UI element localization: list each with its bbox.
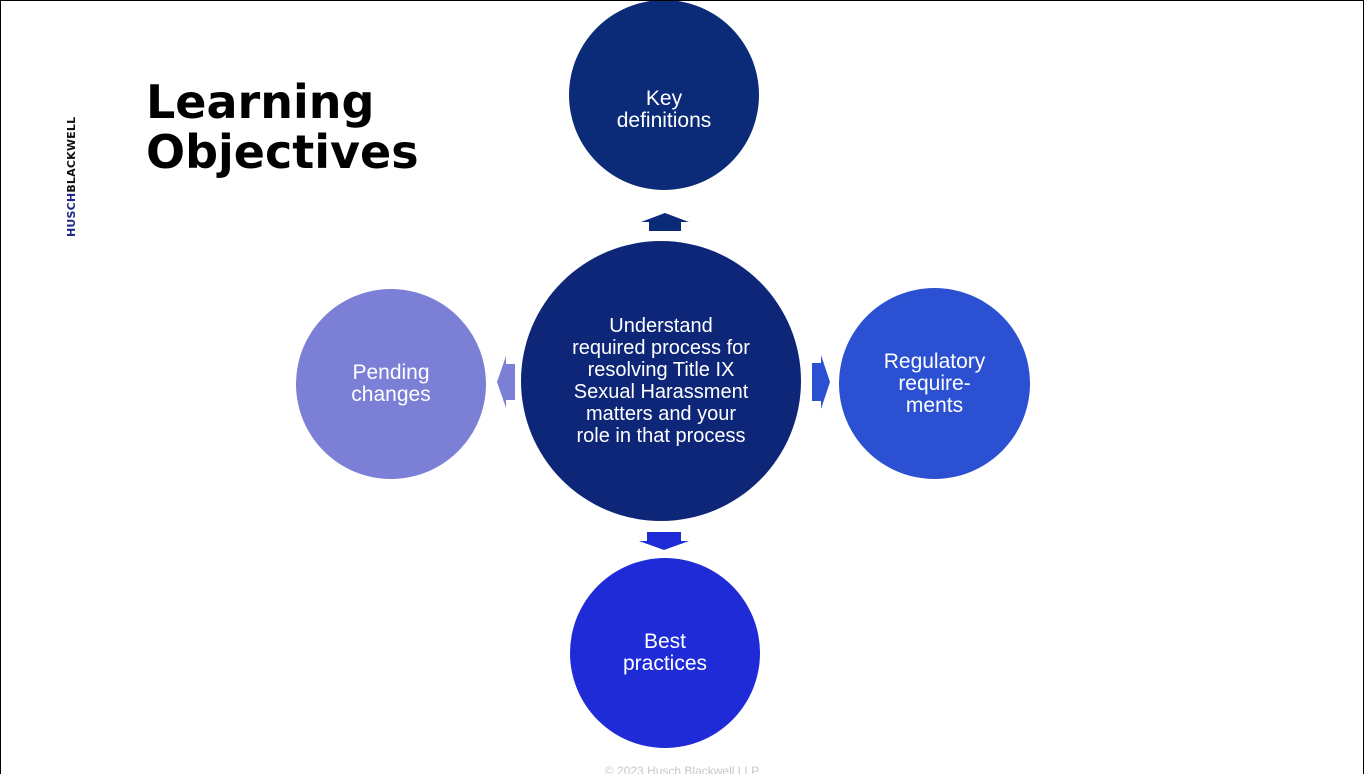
copyright-footer: © 2023 Husch Blackwell LLP: [604, 764, 760, 774]
key-definitions-label: Key definitions: [604, 58, 724, 132]
husch-blackwell-logo: HUSCHBLACKWELL: [65, 57, 78, 237]
title-line-2: Objectives: [146, 125, 419, 179]
best-practices-line-1: Best: [643, 630, 687, 653]
pending-changes-label: Pending changes: [326, 362, 456, 406]
best-practices-label: Best practices: [605, 631, 725, 675]
regulatory-line-1: Regulatory: [883, 349, 986, 373]
key-definitions-node: Key definitions: [569, 1, 759, 190]
arrow-up-icon: [641, 213, 689, 231]
page-title: Learning Objectives: [146, 77, 419, 177]
title-line-1: Learning: [146, 75, 375, 129]
pending-changes-line-2: changes: [351, 383, 431, 406]
best-practices-line-2: practices: [622, 652, 708, 675]
arrow-left-icon: [497, 356, 515, 408]
logo-part-husch: HUSCH: [65, 192, 78, 237]
pending-changes-line-1: Pending: [352, 361, 430, 384]
regulatory-line-3: ments: [905, 393, 964, 417]
arrow-right-icon: [812, 355, 830, 409]
regulatory-line-2: require-: [898, 371, 971, 395]
central-objective-node: Understand required process for resolvin…: [521, 241, 801, 521]
key-definitions-line-1: Key: [645, 87, 683, 110]
central-objective-label: Understand required process for resolvin…: [572, 315, 750, 447]
arrow-down-icon: [639, 532, 689, 550]
best-practices-node: Best practices: [570, 558, 760, 748]
regulatory-requirements-label: Regulatory require- ments: [865, 349, 1005, 417]
regulatory-requirements-node: Regulatory require- ments: [839, 288, 1030, 479]
pending-changes-node: Pending changes: [296, 289, 486, 479]
logo-part-blackwell: BLACKWELL: [65, 116, 78, 193]
key-definitions-line-2: definitions: [616, 109, 712, 132]
